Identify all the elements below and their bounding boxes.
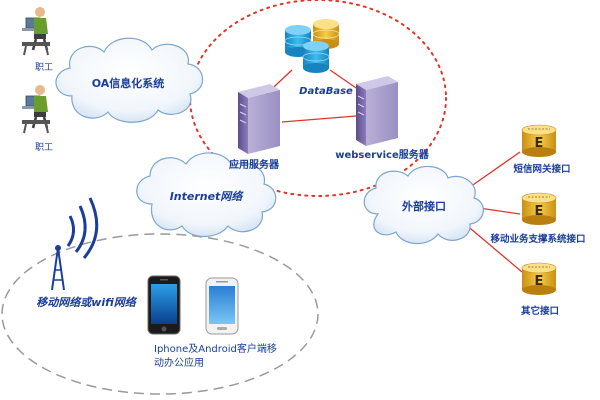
oa-system-cloud: OA信息化系统	[55, 37, 204, 123]
oa-system-label: OA信息化系统	[92, 76, 165, 90]
other-interface-device-icon: E 其它接口	[521, 262, 559, 317]
sms-gateway-device-icon: E 短信网关接口	[513, 124, 571, 175]
mobile-business-device-icon: E 移动业务支撑系统接口	[490, 192, 586, 245]
employee-2-label: 职工	[35, 142, 53, 153]
mobile-zone-boundary	[1, 233, 319, 395]
app-server-label: 应用服务器	[229, 158, 280, 171]
employee-workstation-2: 职工	[22, 85, 53, 153]
webservice-server-icon: webservice服务器	[335, 76, 430, 161]
database-icon: DataBase	[284, 19, 353, 97]
employee-1-label: 职工	[35, 62, 53, 73]
internet-cloud: Internet网络	[136, 152, 277, 238]
link-appserver-webservice	[281, 115, 357, 123]
iphone-icon	[147, 275, 181, 335]
employee-workstation-1: 职工	[22, 7, 53, 73]
mobile-client-label-line1: Iphone及Android客户端移	[154, 342, 277, 355]
external-interface-cloud: 外部接口	[363, 165, 484, 245]
wireless-tower-icon	[51, 197, 99, 291]
other-interface-label: 其它接口	[521, 305, 559, 317]
svg-text:E: E	[535, 136, 544, 151]
webservice-server-label: webservice服务器	[335, 148, 430, 161]
svg-text:E: E	[535, 204, 544, 219]
sms-gateway-label: 短信网关接口	[513, 163, 570, 175]
svg-text:E: E	[535, 274, 544, 289]
internet-label: Internet网络	[170, 190, 245, 203]
app-server-icon: 应用服务器	[229, 84, 280, 171]
database-label: DataBase	[299, 86, 353, 97]
mobile-network-label: 移动网络或wifi网络	[36, 296, 138, 309]
mobile-client-label-line2: 动办公应用	[154, 356, 204, 369]
android-phone-icon	[205, 277, 239, 335]
external-interface-label: 外部接口	[401, 199, 446, 213]
mobile-business-label: 移动业务支撑系统接口	[490, 233, 585, 245]
